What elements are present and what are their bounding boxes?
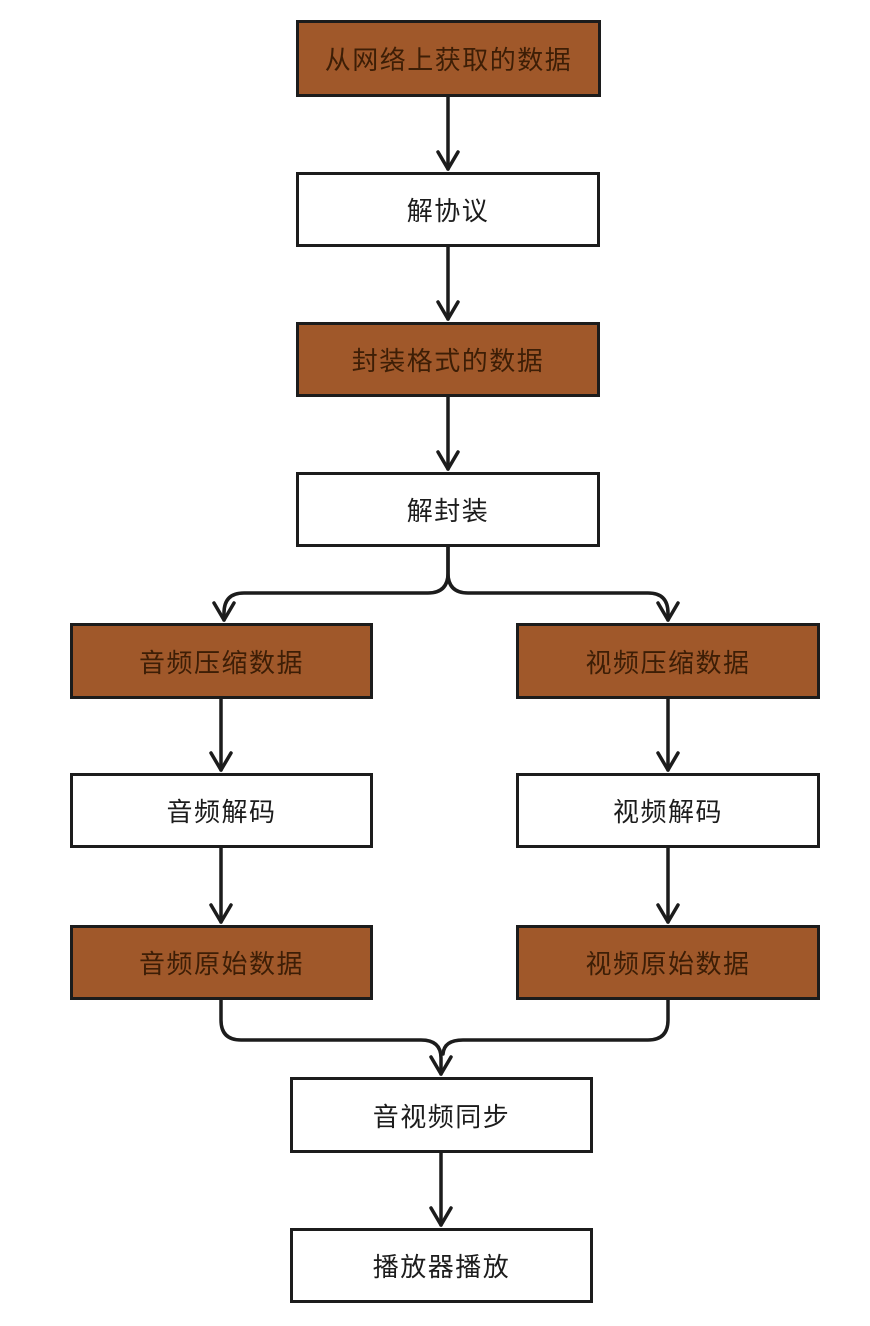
node-container-data: 封装格式的数据 [296, 322, 600, 397]
arrow-audio-raw-to-sync [219, 998, 453, 1076]
node-player-play: 播放器播放 [290, 1228, 593, 1303]
arrow-video-raw-to-sync [441, 998, 670, 1056]
node-audio-decode: 音频解码 [70, 773, 373, 848]
node-protocol-parse: 解协议 [296, 172, 600, 247]
node-label: 音频压缩数据 [138, 647, 304, 678]
node-audio-raw: 音频原始数据 [70, 925, 373, 1000]
node-label: 视频原始数据 [585, 949, 751, 979]
node-label: 视频解码 [612, 797, 723, 827]
node-label: 封装格式的数据 [351, 346, 545, 376]
node-video-decode: 视频解码 [516, 773, 820, 848]
node-label: 音频解码 [166, 797, 277, 827]
node-label: 解封装 [406, 496, 490, 526]
node-network-data: 从网络上获取的数据 [296, 20, 601, 97]
node-video-compressed: 视频压缩数据 [516, 623, 820, 699]
node-label: 视频压缩数据 [585, 647, 751, 678]
node-label: 音频原始数据 [138, 949, 304, 979]
node-video-raw: 视频原始数据 [516, 925, 820, 1000]
node-label: 音视频同步 [372, 1101, 511, 1132]
node-label: 从网络上获取的数据 [324, 45, 573, 75]
node-av-sync: 音视频同步 [290, 1077, 593, 1153]
node-label: 解协议 [406, 196, 490, 226]
arrow-demux-to-video-compressed [446, 545, 680, 622]
arrow-demux-to-audio-compressed [212, 545, 450, 622]
node-audio-compressed: 音频压缩数据 [70, 623, 373, 699]
node-demux: 解封装 [296, 472, 600, 547]
node-label: 播放器播放 [372, 1252, 511, 1282]
